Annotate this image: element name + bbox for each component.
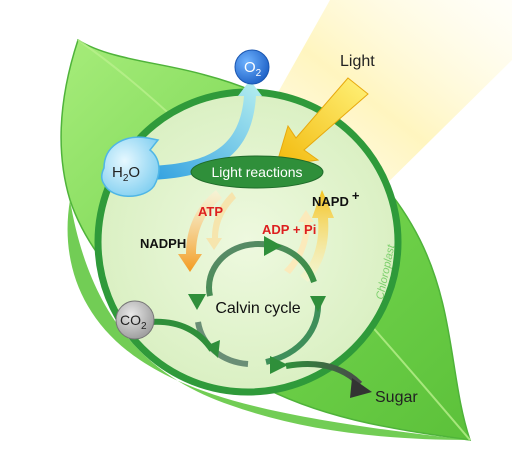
calvin-arrowhead-right <box>310 296 326 312</box>
calvin-arrowhead-left <box>188 294 206 310</box>
oxygen-label: O <box>244 59 256 76</box>
light-reactions-label: Light reactions <box>211 164 302 180</box>
co2-input-arrow <box>149 318 220 358</box>
calvin-arrowhead-bottom <box>270 356 288 374</box>
water-subscript: 2 <box>123 173 129 184</box>
adp-pi-label: ADP + Pi <box>262 222 316 237</box>
co2-subscript: 2 <box>141 321 147 332</box>
nadph-label: NADPH <box>140 236 186 251</box>
adp-napd-arrow <box>284 190 334 282</box>
oxygen-subscript: 2 <box>256 68 262 79</box>
water-label: H <box>112 164 123 181</box>
atp-label: ATP <box>198 204 223 219</box>
water-molecule: H2O <box>100 136 160 197</box>
co2-molecule: CO2 <box>115 300 155 340</box>
water-label-tail: O <box>128 164 140 181</box>
calvin-cycle-label: Calvin cycle <box>215 300 300 317</box>
napd-label: NAPD <box>312 194 349 209</box>
svg-text:NAPD+: NAPD+ <box>312 188 360 209</box>
calvin-arrowhead-top <box>264 236 282 256</box>
atp-nadph-arrow <box>178 190 236 272</box>
oxygen-molecule: O2 <box>234 49 270 85</box>
sugar-label: Sugar <box>375 389 418 406</box>
sugar-output-arrow <box>285 361 372 398</box>
calvin-cycle-arc-top <box>206 240 317 297</box>
svg-text:CO2: CO2 <box>120 312 147 332</box>
co2-label: CO <box>120 312 141 328</box>
light-reactions-node: Light reactions <box>190 155 324 189</box>
svg-text:H2O: H2O <box>112 164 140 184</box>
light-label: Light <box>340 53 375 70</box>
napd-superscript: + <box>352 188 360 203</box>
svg-text:O2: O2 <box>244 59 262 79</box>
